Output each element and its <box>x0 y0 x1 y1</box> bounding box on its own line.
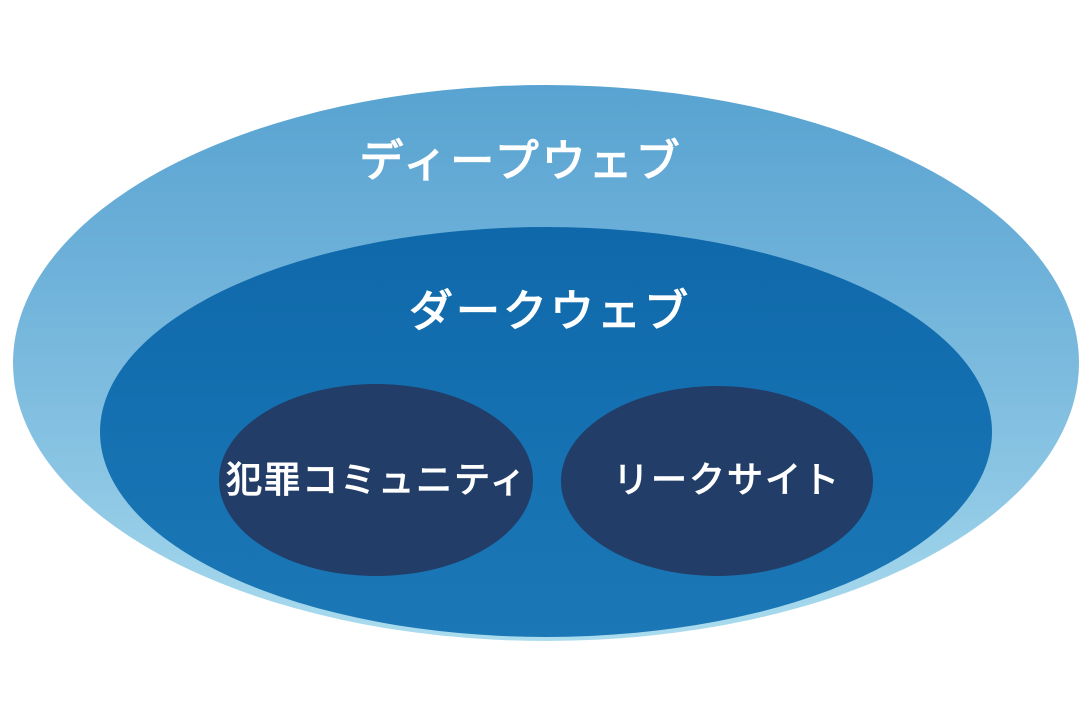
leak-site-ellipse <box>561 386 873 576</box>
crime-community-label: 犯罪コミュニティ <box>226 460 528 501</box>
deep-web-label: ディープウェブ <box>359 136 683 187</box>
crime-community-ellipse <box>219 384 533 576</box>
dark-web-label: ダークウェブ <box>409 286 691 337</box>
leak-site-label: リークサイト <box>612 460 842 501</box>
